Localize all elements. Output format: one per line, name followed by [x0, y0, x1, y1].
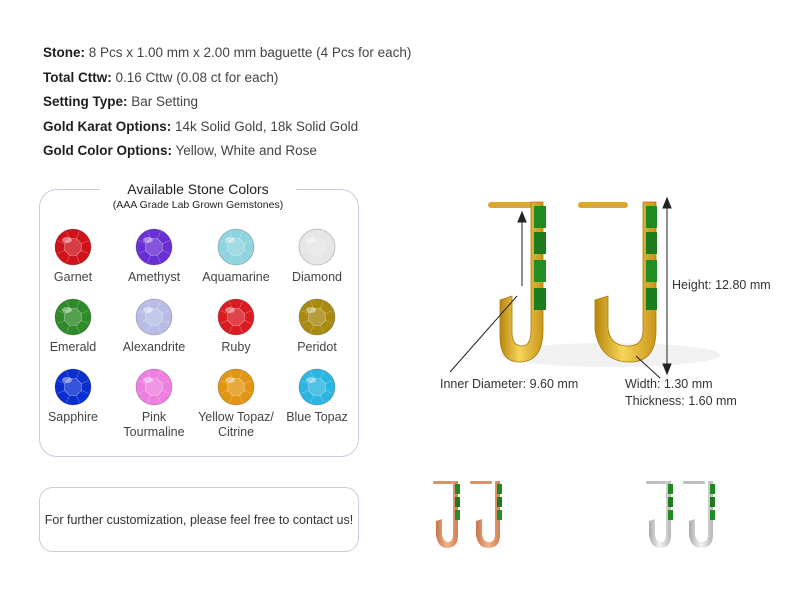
gem-label: Diamond	[291, 270, 343, 284]
gem-stone-icon	[54, 298, 92, 336]
gem-sapphire: Sapphire	[33, 368, 113, 425]
spec-stone: Stone: 8 Pcs x 1.00 mm x 2.00 mm baguett…	[43, 45, 412, 60]
thickness-label: Thickness: 1.60 mm	[625, 394, 737, 408]
spec-setting-type: Setting Type: Bar Setting	[43, 94, 199, 109]
gem-label: Garnet	[53, 270, 93, 284]
spec-total-cttw: Total Cttw: 0.16 Cttw (0.08 ct for each)	[43, 69, 279, 85]
gem-stone-icon	[217, 298, 255, 336]
gem-alexandrite: Alexandrite	[114, 298, 194, 355]
stone-colors-title: Available Stone Colors	[127, 181, 269, 197]
gem-diamond: Diamond	[277, 228, 357, 285]
gem-stone-icon	[54, 368, 92, 406]
gem-label: Emerald	[49, 340, 97, 354]
gem-stone-icon	[135, 228, 173, 266]
width-pointer	[635, 355, 661, 379]
stone-icon	[646, 260, 657, 282]
stone-colors-header: Available Stone Colors (AAA Grade Lab Gr…	[100, 181, 296, 212]
gem-label: Sapphire	[47, 410, 99, 424]
gem-stone-icon	[135, 298, 173, 336]
inner-diameter-label: Inner Diameter: 9.60 mm	[440, 377, 579, 391]
gem-blue-topaz: Blue Topaz	[277, 368, 357, 425]
gem-aquamarine: Aquamarine	[196, 228, 276, 285]
specifications: Stone: 8 Pcs x 1.00 mm x 2.00 mm baguett…	[43, 41, 411, 164]
gem-ruby: Ruby	[196, 298, 276, 355]
width-label: Width: 1.30 mm	[625, 377, 713, 391]
stone-colors-subtitle: (AAA Grade Lab Grown Gemstones)	[112, 199, 284, 211]
spec-gold-karat: Gold Karat Options: 14k Solid Gold, 18k …	[43, 118, 359, 134]
gem-stone-icon	[298, 228, 336, 266]
gem-stone-icon	[217, 228, 255, 266]
stone-icon	[646, 232, 657, 254]
height-label: Height: 12.80 mm	[672, 278, 771, 292]
gem-stone-icon	[298, 368, 336, 406]
gem-label: Aquamarine	[202, 270, 270, 284]
contact-text: For further customization, please feel f…	[44, 512, 354, 527]
gem-stone-icon	[298, 298, 336, 336]
gem-garnet: Garnet	[33, 228, 113, 285]
gem-label: Amethyst	[127, 270, 181, 284]
stone-icon	[534, 260, 546, 282]
spec-gold-color: Gold Color Options: Yellow, White and Ro…	[43, 143, 317, 158]
gem-stone-icon	[54, 228, 92, 266]
height-arrow	[662, 196, 672, 376]
stone-icon	[534, 232, 546, 254]
stone-icon	[534, 288, 546, 310]
yellow-earring-left	[488, 201, 546, 363]
gem-label: Alexandrite	[122, 340, 186, 354]
contact-panel: For further customization, please feel f…	[39, 487, 359, 552]
gem-label: Ruby	[221, 340, 251, 354]
white-earrings	[646, 481, 715, 548]
gem-peridot: Peridot	[277, 298, 357, 355]
gem-stone-icon	[217, 368, 255, 406]
stone-icon	[646, 288, 657, 310]
stone-icon	[646, 206, 657, 228]
gem-emerald: Emerald	[33, 298, 113, 355]
rose-earrings	[433, 481, 502, 548]
gem-stone-icon	[135, 368, 173, 406]
inner-diameter-arrow	[449, 210, 527, 373]
gem-label: Blue Topaz	[286, 410, 348, 424]
gem-amethyst: Amethyst	[114, 228, 194, 285]
gem-label: Yellow Topaz/Citrine	[198, 410, 274, 439]
gem-label: Peridot	[297, 340, 337, 354]
yellow-earring-right	[578, 201, 657, 363]
gem-yellow-topaz-citrine: Yellow Topaz/Citrine	[196, 368, 276, 440]
stone-icon	[534, 206, 546, 228]
